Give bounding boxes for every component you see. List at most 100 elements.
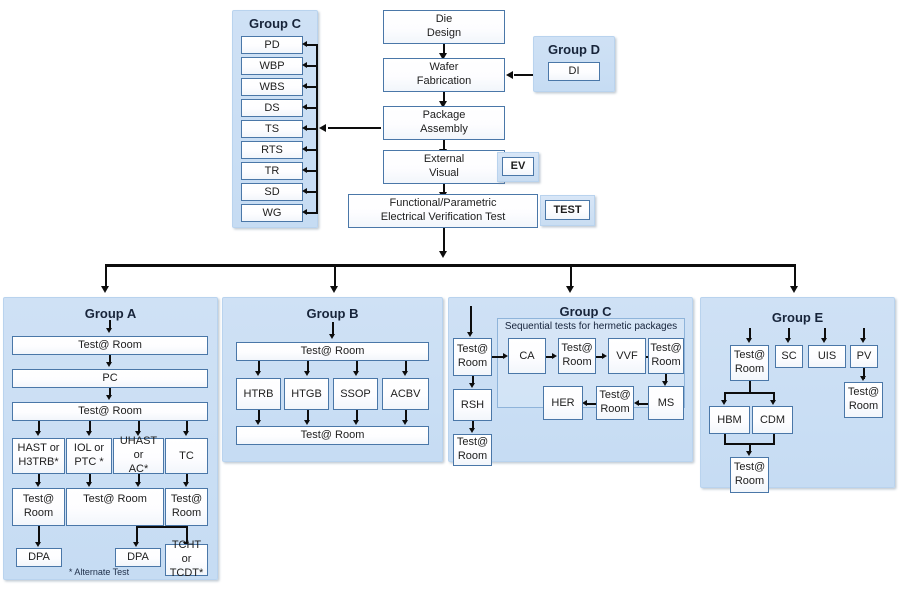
group-c-vvf-box[interactable]: VVF (608, 338, 646, 374)
group-c-her-box[interactable]: HER (543, 386, 583, 420)
group-c-ca-box[interactable]: CA (508, 338, 546, 374)
line-c-left-to-rsh (472, 376, 474, 385)
arrowhead-c-in (467, 332, 473, 337)
group-a-stress-uhast[interactable]: UHAST or AC* (113, 435, 164, 475)
a-test-left-l2: Room (23, 507, 54, 519)
group-b-test-ssop[interactable]: SSOP (333, 378, 378, 410)
arrowhead-branch-a (101, 286, 109, 293)
line-e-merge-down (749, 443, 751, 453)
distribution-bar (105, 264, 796, 267)
main-trunk-line (443, 228, 445, 254)
group-c-test-room-left[interactable]: Test@ Room (453, 338, 492, 376)
group-a-test-room-left[interactable]: Test@ Room (12, 488, 65, 526)
group-e-sc-box[interactable]: SC (775, 345, 803, 368)
group-c-rsh-box[interactable]: RSH (453, 389, 492, 421)
group-a-test-room-2[interactable]: Test@ Room (12, 402, 208, 421)
group-c-item-wbs[interactable]: WBS (241, 78, 303, 96)
group-a-tcht-box[interactable]: TCHT or TCDT* (165, 539, 208, 579)
arrowhead-e-pv-test (860, 376, 866, 381)
group-a-dpa-mid[interactable]: DPA (115, 548, 161, 567)
branch-b (334, 264, 336, 288)
group-c-seq-test-room-3[interactable]: Test@ Room (596, 386, 634, 420)
iol-line1: IOL or (73, 442, 105, 455)
group-c-item-wg[interactable]: WG (241, 204, 303, 222)
group-c-item-wbp[interactable]: WBP (241, 57, 303, 75)
group-a-pc-box[interactable]: PC (12, 369, 208, 388)
line-e-cdm-down (773, 434, 775, 444)
group-e-pv-box[interactable]: PV (850, 345, 878, 368)
group-a-stress-tc[interactable]: TC (165, 438, 208, 474)
group-b-test-htrb[interactable]: HTRB (236, 378, 281, 410)
wafer-fabrication-box[interactable]: Wafer Fabrication (383, 58, 505, 92)
arrowhead-c-ms (662, 381, 668, 386)
group-c-item-tr[interactable]: TR (241, 162, 303, 180)
arrowhead-b-test-top (329, 334, 335, 339)
package-assembly-box[interactable]: Package Assembly (383, 106, 505, 140)
group-d-item-di[interactable]: DI (548, 62, 600, 81)
group-c-seq-test-room-1[interactable]: Test@ Room (558, 338, 596, 374)
group-a-test-room-right[interactable]: Test@ Room (165, 488, 208, 526)
branch-a (105, 264, 107, 288)
line-a-pc-test2 (109, 388, 111, 397)
group-c-test-room-bottom[interactable]: Test@ Room (453, 434, 492, 466)
group-e-cdm-box[interactable]: CDM (752, 406, 793, 434)
test-badge[interactable]: TEST (545, 200, 590, 220)
group-b-test-htgb[interactable]: HTGB (284, 378, 329, 410)
line-c-ms-to-t3 (638, 403, 648, 405)
line-a-s4-down (186, 474, 188, 484)
group-a-stress-iol[interactable]: IOL or PTC * (66, 438, 112, 474)
line-e-split-left (724, 392, 726, 402)
group-d-title: Group D (548, 42, 600, 57)
group-b-test-acbv[interactable]: ACBV (382, 378, 429, 410)
external-visual-line2: Visual (429, 167, 459, 179)
group-c-item-ds[interactable]: DS (241, 99, 303, 117)
arrowhead-c-t3 (634, 400, 639, 406)
c-seq-t2-l1: Test@ (650, 342, 682, 355)
die-design-line1: Die (435, 13, 453, 26)
c-seq-t1-l2: Room (562, 356, 592, 368)
group-e-test-room-bottom[interactable]: Test@ Room (730, 457, 769, 493)
arrowhead-b-out-1 (255, 420, 261, 425)
arrowhead-e-final-test (746, 451, 752, 456)
arrowhead-die-to-wafer (439, 53, 447, 60)
group-e-uis-box[interactable]: UIS (808, 345, 846, 368)
group-b-title: Group B (306, 306, 359, 321)
group-a-test-room-mid[interactable]: Test@ Room (66, 488, 164, 526)
line-c-in (470, 306, 472, 334)
group-e-hbm-box[interactable]: HBM (709, 406, 750, 434)
hast-line1: HAST or (17, 442, 60, 455)
c-left-test-l1: Test@ (456, 343, 489, 356)
group-e-test-room-top[interactable]: Test@ Room (730, 345, 769, 381)
line-e-in-3 (824, 328, 826, 340)
group-c-item-ts[interactable]: TS (241, 120, 303, 138)
group-e-pv-test-room[interactable]: Test@ Room (844, 382, 883, 418)
arrowhead-branch-b (330, 286, 338, 293)
line-e-in-4 (863, 328, 865, 340)
group-a-test-room-1[interactable]: Test@ Room (12, 336, 208, 355)
group-c-ms-box[interactable]: MS (648, 386, 684, 420)
arrowhead-sd (302, 188, 307, 194)
group-b-test-room-top[interactable]: Test@ Room (236, 342, 429, 361)
arrowhead-a-fan-1 (35, 431, 41, 436)
group-c-item-pd[interactable]: PD (241, 36, 303, 54)
external-visual-box[interactable]: External Visual (383, 150, 505, 184)
arrowhead-b-out-3 (353, 420, 359, 425)
line-e-in-2 (788, 328, 790, 340)
arrowhead-e-in-4 (860, 338, 866, 343)
group-c-item-sd[interactable]: SD (241, 183, 303, 201)
functional-test-box[interactable]: Functional/Parametric Electrical Verific… (348, 194, 538, 228)
c-bottom-test-l2: Room (457, 450, 488, 462)
arrowhead-a-pc (106, 362, 112, 367)
group-b-test-room-bottom[interactable]: Test@ Room (236, 426, 429, 445)
die-design-box[interactable]: Die Design (383, 10, 505, 44)
line-b-fan-3 (356, 361, 358, 373)
ev-badge[interactable]: EV (502, 157, 534, 176)
line-wafer-to-package (443, 92, 445, 104)
group-a-stress-hast[interactable]: HAST or H3TRB* (12, 438, 65, 474)
arrowhead-wafer-to-package (439, 101, 447, 108)
group-c-seq-test-room-2[interactable]: Test@ Room (648, 338, 684, 374)
group-c-item-rts[interactable]: RTS (241, 141, 303, 159)
c-seq-t3-l1: Test@ (599, 389, 631, 402)
group-a-dpa-left[interactable]: DPA (16, 548, 62, 567)
arrowhead-e-cdm (770, 400, 776, 405)
